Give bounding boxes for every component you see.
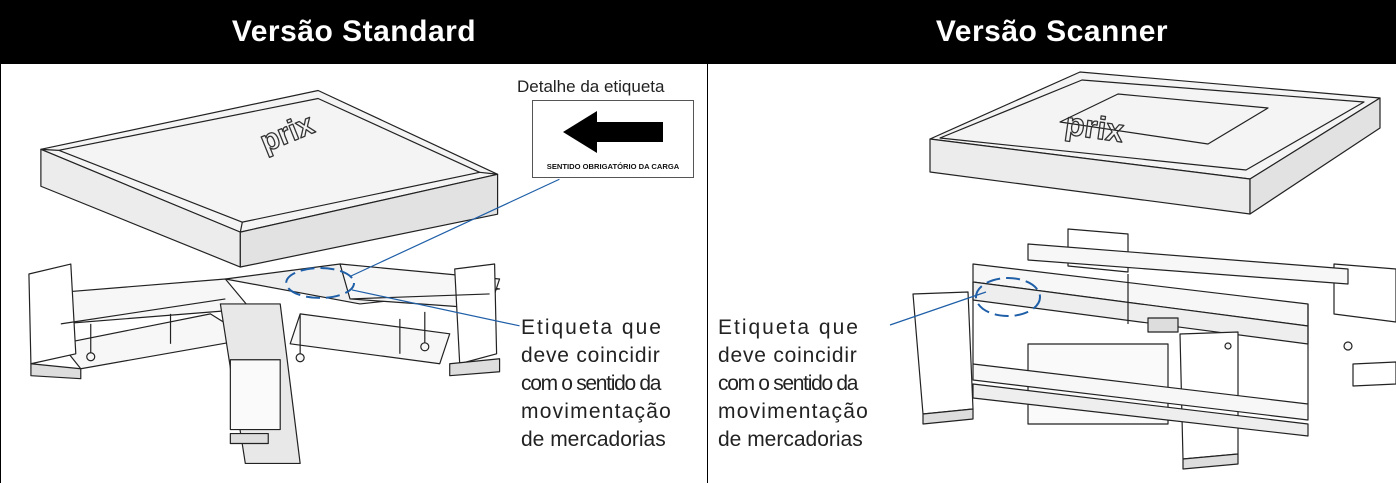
scanner-note-line-2: deve coincidir	[718, 344, 858, 367]
standard-version-header: Versão Standard	[1, 0, 707, 64]
standard-base-frame	[28, 263, 501, 465]
scanner-scale-drawing: prix	[708, 64, 1396, 483]
label-location-highlight	[285, 267, 355, 299]
load-direction-label: SENTIDO OBRIGATÓRIO DA CARGA	[532, 100, 694, 178]
note-leader-line	[351, 289, 520, 327]
scanner-label-note: Etiqueta que deve coincidir com o sentid…	[718, 314, 869, 454]
standard-label-note: Etiqueta que deve coincidir com o sentid…	[521, 314, 672, 454]
note-line-2: deve coincidir	[521, 344, 661, 367]
scanner-note-line-5: de mercadorias	[718, 428, 863, 451]
note-line-4: movimentação	[521, 400, 672, 423]
scanner-prix-logo: prix	[1063, 105, 1126, 149]
scanner-version-title: Versão Scanner	[935, 15, 1169, 48]
scanner-label-location-highlight	[975, 277, 1041, 317]
scanner-platter: prix	[929, 71, 1381, 215]
load-direction-text: SENTIDO OBRIGATÓRIO DA CARGA	[546, 162, 680, 171]
scanner-note-leader-line	[889, 291, 987, 326]
standard-version-panel: Versão Standard prix	[0, 0, 708, 483]
scanner-version-panel: Versão Scanner prix	[708, 0, 1396, 483]
scanner-note-line-1: Etiqueta que	[718, 316, 860, 339]
label-detail-title: Detalhe da etiqueta	[517, 77, 665, 96]
standard-scale-drawing: prix	[1, 64, 707, 483]
note-line-3: com o sentido da	[521, 372, 661, 395]
scanner-note-line-4: movimentação	[718, 400, 869, 423]
standard-version-title: Versão Standard	[231, 15, 477, 48]
detail-leader-line	[350, 178, 560, 277]
scanner-note-line-3: com o sentido da	[718, 372, 858, 395]
scanner-version-header: Versão Scanner	[708, 0, 1396, 64]
left-arrow-icon	[563, 111, 663, 153]
scanner-base-frame	[912, 228, 1396, 470]
note-line-5: de mercadorias	[521, 428, 666, 451]
standard-platter: prix	[40, 89, 499, 268]
note-line-1: Etiqueta que	[521, 316, 663, 339]
